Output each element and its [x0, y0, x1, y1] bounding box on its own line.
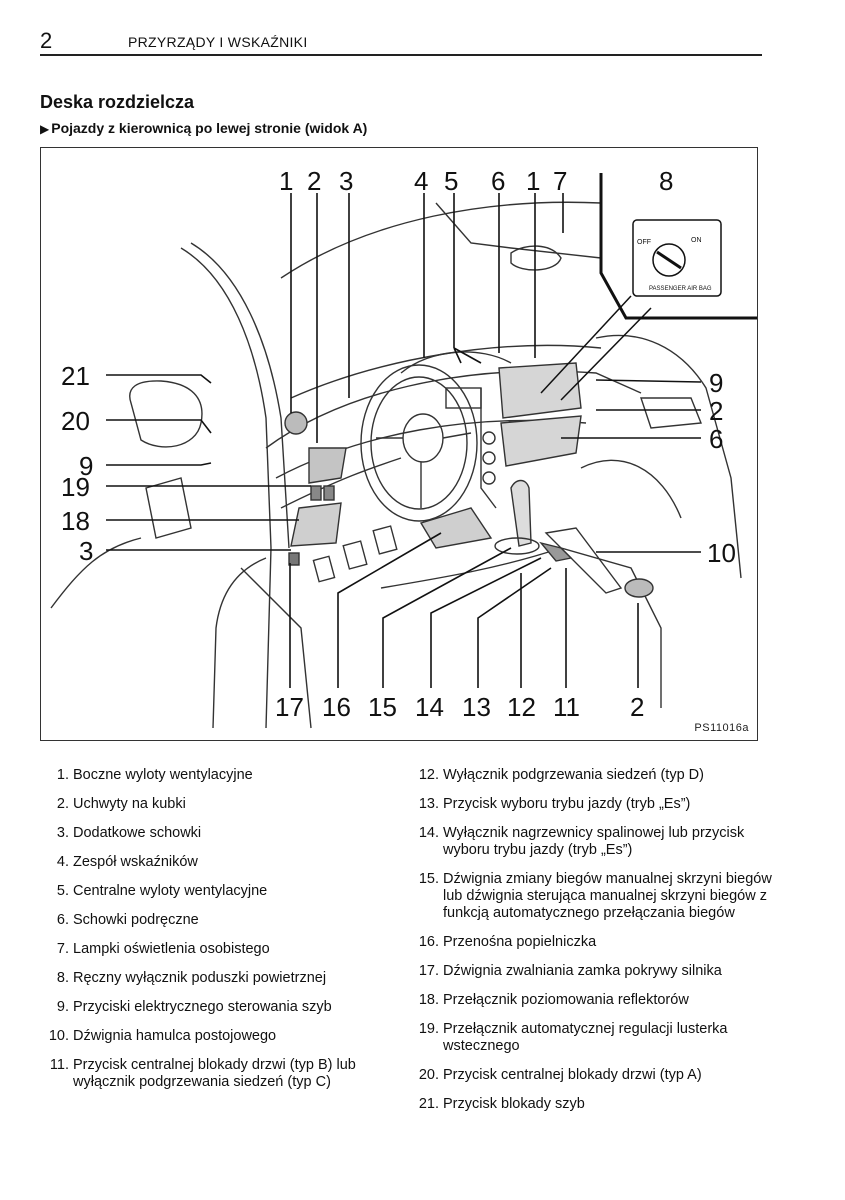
list-item: 3.Dodatkowe schowki — [56, 825, 202, 841]
callout-12: 12 — [507, 692, 536, 722]
callout-9b: 9 — [709, 368, 723, 398]
callout-3b: 3 — [79, 536, 93, 566]
knob-caption-label: PASSENGER AIR BAG — [649, 286, 712, 292]
callout-3: 3 — [339, 166, 353, 196]
callout-6b: 6 — [709, 424, 723, 454]
list-item: 15.Dźwignia zmiany biegów manualnej skrz… — [418, 871, 772, 921]
callout-15: 15 — [368, 692, 397, 722]
callout-8: 8 — [659, 166, 673, 196]
callout-9: 9 — [79, 451, 93, 481]
list-item: 18.Przełącznik poziomowania reflektorów — [418, 992, 689, 1008]
callout-14: 14 — [415, 692, 444, 722]
callout-2: 2 — [307, 166, 321, 196]
callout-7: 7 — [553, 166, 567, 196]
section-title: Deska rozdzielcza — [40, 92, 195, 112]
chapter-title: PRZYRZĄDY I WSKAŹNIKI — [128, 34, 308, 50]
callout-11: 11 — [553, 692, 580, 722]
callout-1b: 1 — [526, 166, 540, 196]
list-item: 6.Schowki podręczne — [56, 912, 199, 928]
callout-1: 1 — [279, 166, 293, 196]
dashboard-drawing: OFF ON PASSENGER AIR BAG — [50, 166, 757, 729]
section-subtitle: ▶Pojazdy z kierownicą po lewej stronie (… — [40, 120, 367, 136]
triangle-bullet-icon: ▶ — [40, 122, 50, 136]
callout-4: 4 — [414, 166, 428, 196]
list-item: 13.Przycisk wyboru trybu jazdy (tryb „Es… — [418, 796, 691, 812]
callout-18: 18 — [61, 506, 90, 536]
callout-19: 19 — [61, 472, 90, 502]
callout-20: 20 — [61, 406, 90, 436]
figure-code: PS11016a — [694, 722, 749, 734]
list-item: 10.Dźwignia hamulca postojowego — [48, 1028, 277, 1044]
callout-6: 6 — [491, 166, 505, 196]
list-item: 9.Przyciski elektrycznego sterowania szy… — [56, 999, 332, 1015]
list-item: 11.Przycisk centralnej blokady drzwi (ty… — [49, 1057, 356, 1090]
list-item: 7.Lampki oświetlenia osobistego — [56, 941, 270, 957]
callout-21: 21 — [61, 361, 90, 391]
callout-16: 16 — [322, 692, 351, 722]
list-item: 5.Centralne wyloty wentylacyjne — [56, 883, 268, 899]
list-item: 21.Przycisk blokady szyb — [418, 1096, 585, 1112]
page-number: 2 — [40, 28, 53, 53]
list-item: 4.Zespół wskaźników — [56, 854, 198, 870]
subtitle-text: Pojazdy z kierownicą po lewej stronie (w… — [51, 120, 368, 136]
callout-5: 5 — [444, 166, 458, 196]
callout-10: 10 — [707, 538, 736, 568]
callout-2b: 2 — [709, 396, 723, 426]
legend-list-left: 1.Boczne wyloty wentylacyjne 2.Uchwyty n… — [40, 767, 390, 1103]
list-item: 19.Przełącznik automatycznej regulacji l… — [418, 1021, 728, 1054]
callout-17: 17 — [275, 692, 304, 722]
legend-list-right: 12.Wyłącznik podgrzewania siedzeń (typ D… — [410, 767, 790, 1125]
list-item: 2.Uchwyty na kubki — [56, 796, 186, 812]
list-item: 17.Dźwignia zwalniania zamka pokrywy sil… — [418, 963, 722, 979]
list-item: 1.Boczne wyloty wentylacyjne — [56, 767, 253, 783]
list-item: 20.Przycisk centralnej blokady drzwi (ty… — [418, 1067, 702, 1083]
dashboard-illustration: OFF ON PASSENGER AIR BAG — [40, 147, 758, 741]
list-item: 12.Wyłącznik podgrzewania siedzeń (typ D… — [418, 767, 704, 783]
knob-on-label: ON — [691, 237, 702, 244]
list-item: 16.Przenośna popielniczka — [418, 934, 597, 950]
page-header: 2 PRZYRZĄDY I WSKAŹNIKI — [40, 28, 762, 56]
callout-2c: 2 — [630, 692, 644, 722]
list-item: 14.Wyłącznik nagrzewnicy spalinowej lub … — [418, 825, 745, 858]
list-item: 8.Ręczny wyłącznik poduszki powietrznej — [56, 970, 327, 986]
callout-13: 13 — [462, 692, 491, 722]
knob-off-label: OFF — [637, 239, 651, 246]
